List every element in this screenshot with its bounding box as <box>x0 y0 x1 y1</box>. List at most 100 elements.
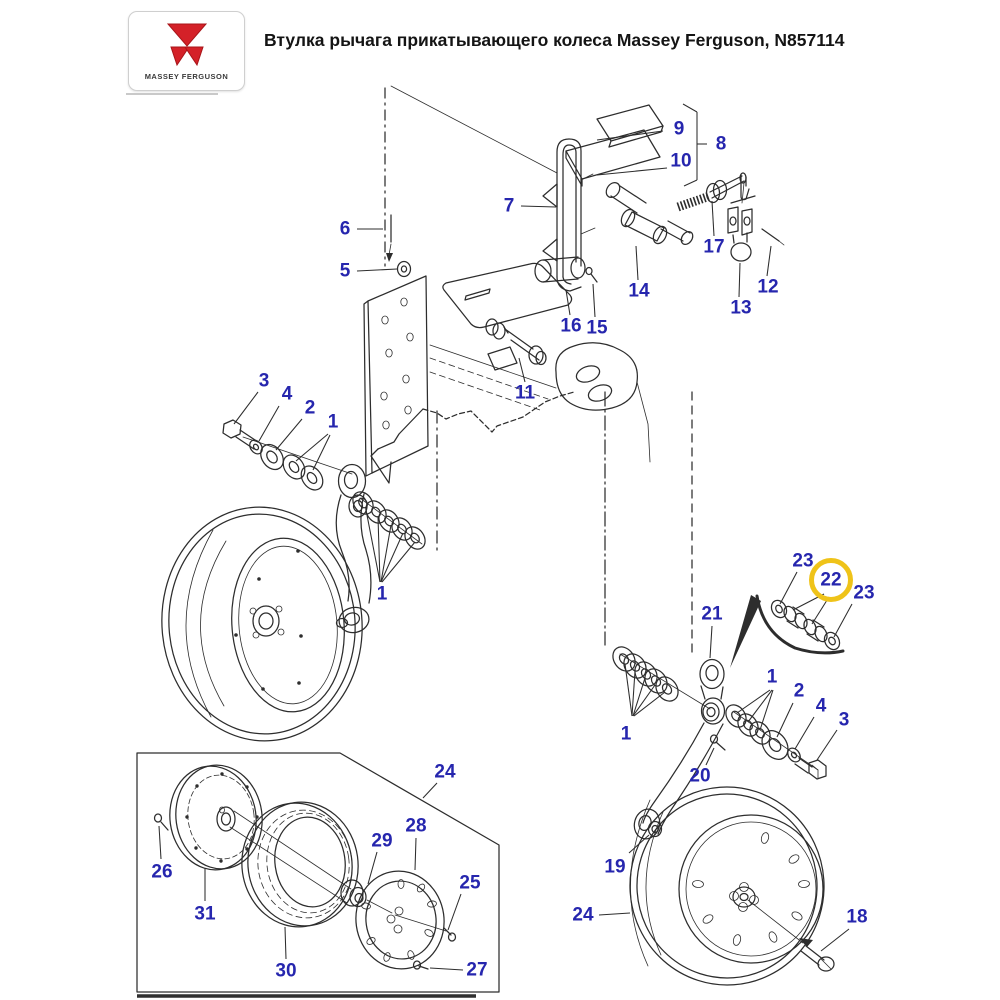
leader-line <box>380 532 404 583</box>
right-wheel <box>629 786 835 986</box>
leader-line <box>284 926 287 960</box>
leader-line <box>683 179 698 187</box>
part-label-1: 1 <box>767 667 778 688</box>
leader-line <box>233 391 259 425</box>
part-label-27: 27 <box>466 960 487 981</box>
part-label-31: 31 <box>194 904 216 925</box>
leader-line <box>592 283 596 318</box>
part-label-4: 4 <box>816 696 827 717</box>
part-label-13: 13 <box>730 298 751 319</box>
leader-line <box>158 825 162 860</box>
leader-line <box>628 834 650 854</box>
leader-line <box>380 524 392 583</box>
leader-line <box>447 893 462 931</box>
leader-line <box>635 245 639 281</box>
part-label-29: 29 <box>371 831 392 852</box>
part-label-2: 2 <box>305 398 316 419</box>
part-label-23: 23 <box>792 551 813 572</box>
part-label-24: 24 <box>434 762 456 783</box>
leader-line <box>820 928 850 952</box>
leader-line <box>736 689 771 714</box>
leader-line <box>377 516 381 583</box>
part-label-14: 14 <box>628 281 650 302</box>
logo-underline <box>126 93 218 95</box>
part-label-1: 1 <box>328 412 339 433</box>
part-label-12: 12 <box>757 277 778 298</box>
leader-line <box>776 702 794 738</box>
leader-line <box>429 967 464 971</box>
leader-line <box>422 782 438 799</box>
leader-line <box>705 747 715 766</box>
leader-line <box>258 405 280 442</box>
leader-line <box>833 603 853 638</box>
leader-line <box>624 663 633 717</box>
leader-line <box>709 625 713 659</box>
right-arm-assembly <box>612 646 827 840</box>
leader-line <box>365 509 381 583</box>
leader-line <box>816 729 838 761</box>
part-label-17: 17 <box>703 237 724 258</box>
part-label-3: 3 <box>839 710 850 731</box>
part-label-10: 10 <box>670 151 691 172</box>
part-label-4: 4 <box>282 384 293 405</box>
part-label-28: 28 <box>405 816 426 837</box>
leader-line <box>518 357 526 383</box>
center-lines <box>384 85 693 656</box>
part-label-18: 18 <box>846 907 867 928</box>
leader-line <box>596 167 668 176</box>
part-label-5: 5 <box>340 261 351 282</box>
leader-line <box>811 596 830 625</box>
leader-line <box>632 684 656 717</box>
leader-line <box>565 289 571 316</box>
leader-line <box>794 716 815 750</box>
leader-line <box>295 433 329 462</box>
part-label-30: 30 <box>275 961 296 982</box>
leader-line <box>275 418 303 451</box>
part-label-8: 8 <box>716 134 727 155</box>
frame-assembly <box>363 214 651 484</box>
leader-line <box>381 541 416 583</box>
part-label-24: 24 <box>572 905 594 926</box>
bushing-detail <box>730 594 845 668</box>
part-label-11: 11 <box>515 383 536 404</box>
part-label-7: 7 <box>504 196 515 217</box>
part-label-3: 3 <box>259 371 270 392</box>
leader-line <box>779 571 798 605</box>
leader-line <box>632 677 646 717</box>
part-label-16: 16 <box>560 316 581 337</box>
leader-line <box>747 689 773 723</box>
leader-line <box>356 268 398 272</box>
page-title: Втулка рычага прикатывающего колеса Mass… <box>264 30 845 50</box>
leader-line <box>367 851 378 885</box>
part-label-15: 15 <box>586 318 608 339</box>
part-label-20: 20 <box>689 766 710 787</box>
leader-line <box>711 200 715 237</box>
leader-line <box>598 912 631 916</box>
leader-line <box>682 103 698 113</box>
left-washer-group <box>222 419 353 491</box>
leader-line <box>631 670 636 717</box>
leader-line <box>312 434 331 471</box>
leader-line <box>596 130 664 141</box>
part-label-22: 22 <box>820 570 841 591</box>
part-label-25: 25 <box>459 873 481 894</box>
brand-name: MASSEY FERGUSON <box>144 72 229 81</box>
leader-line <box>520 205 557 208</box>
triple-triangle-icon <box>166 23 207 67</box>
inset-wheel-box <box>136 752 500 998</box>
part-label-1: 1 <box>377 584 388 605</box>
part-label-21: 21 <box>701 604 723 625</box>
plate-holes <box>380 297 414 430</box>
leader-line <box>738 262 741 298</box>
part-label-19: 19 <box>604 857 625 878</box>
upper-linkage <box>534 104 785 292</box>
left-arm-wheel <box>161 463 426 742</box>
leader-line <box>759 689 774 731</box>
leader-line <box>766 245 772 277</box>
leader-line <box>414 837 417 871</box>
part-label-23: 23 <box>853 583 874 604</box>
massey-ferguson-logo: MASSEY FERGUSON <box>128 11 245 91</box>
